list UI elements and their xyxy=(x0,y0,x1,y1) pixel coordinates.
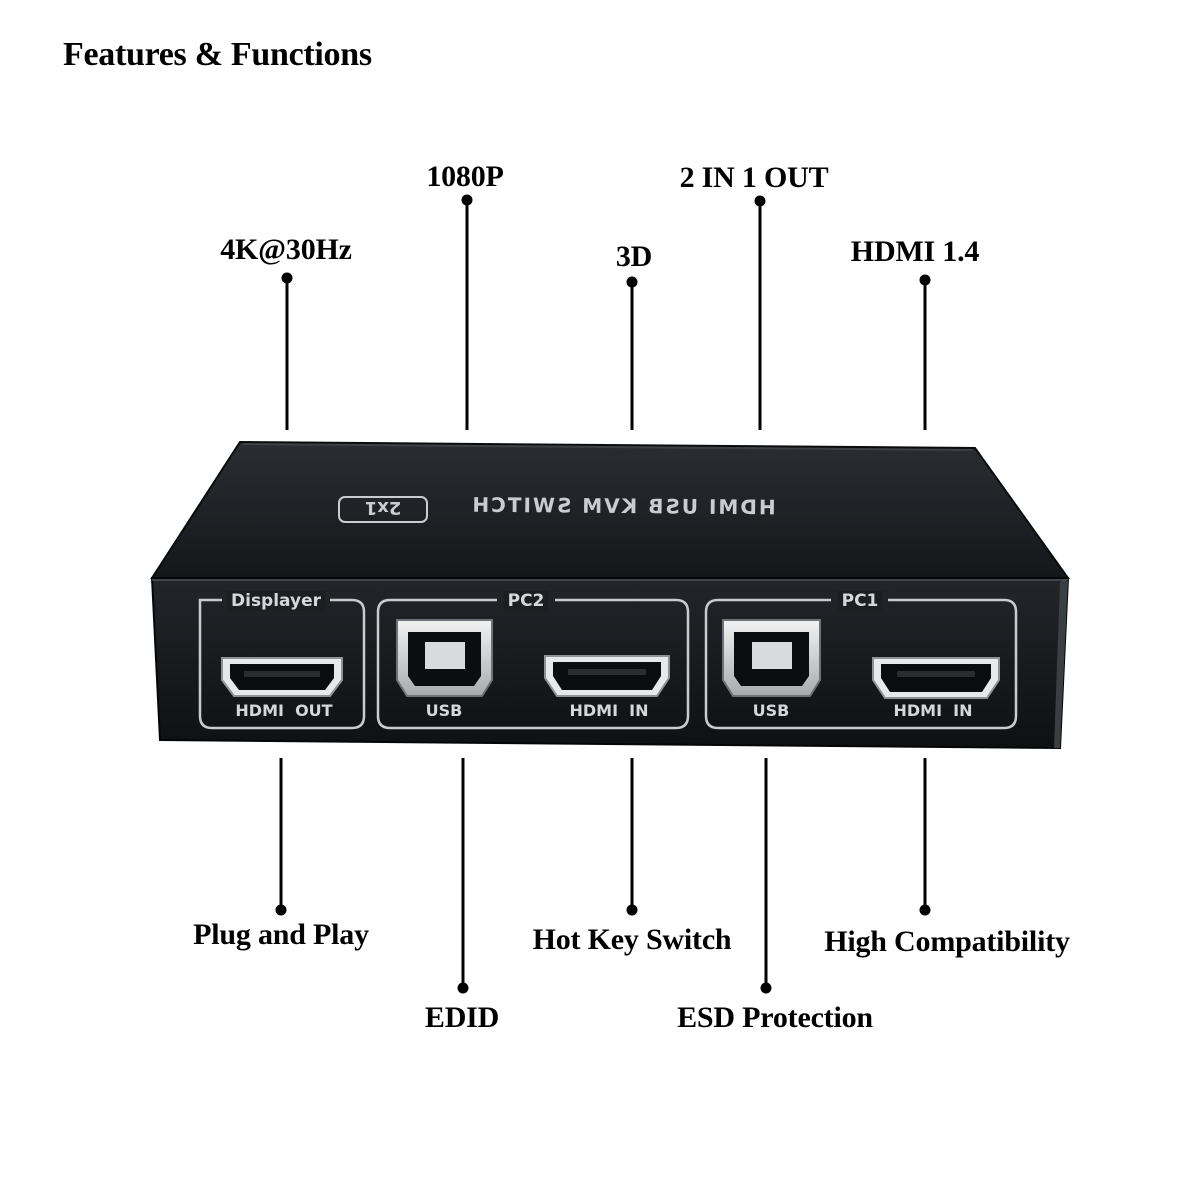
leader-line-edid xyxy=(457,758,469,994)
displayer-group-title: Displayer xyxy=(231,591,322,611)
leader-line-esd-protection xyxy=(760,758,772,994)
feature-label-high-compatibility: High Compatibility xyxy=(824,925,1070,958)
leader-line-2in1out xyxy=(754,195,766,430)
device-badge: 2x1 xyxy=(338,496,428,523)
page-title: Features & Functions xyxy=(63,36,372,73)
pc2-hdmi-in-label: HDMI IN xyxy=(569,701,648,720)
leader-line-4k xyxy=(281,272,293,430)
feature-label-hdmi14: HDMI 1.4 xyxy=(850,235,980,268)
device-top-label: HDMI USB KVM SWITCH xyxy=(470,493,776,520)
pc1-group-title: PC1 xyxy=(842,591,879,611)
feature-label-esd-protection: ESD Protection xyxy=(677,1001,873,1034)
feature-label-1080p: 1080P xyxy=(426,160,504,193)
feature-label-2in1out: 2 IN 1 OUT xyxy=(679,161,829,194)
leader-line-1080p xyxy=(461,194,473,430)
pc1-usb-label: USB xyxy=(753,701,790,720)
pc2-hdmi-in-port xyxy=(544,655,670,697)
hdmi-out-label: HDMI OUT xyxy=(235,701,332,720)
leader-line-hdmi14 xyxy=(919,274,931,430)
feature-label-plug-and-play: Plug and Play xyxy=(193,918,369,951)
top-leader-lines xyxy=(281,194,931,430)
device-model-label: HDMI USB KVM SWITCH xyxy=(470,493,776,520)
pc2-usb-label: USB xyxy=(426,701,463,720)
pc1-hdmi-in-port xyxy=(872,657,1000,699)
device-badge-label: 2x1 xyxy=(365,497,402,518)
pc2-port-group: PC2 USB HDMI IN xyxy=(376,591,690,730)
pc1-port-group: PC1 USB HDMI IN xyxy=(704,591,1018,730)
leader-line-hot-key-switch xyxy=(626,758,638,916)
pc1-usb-b-port xyxy=(722,619,821,697)
leader-line-3d xyxy=(626,276,638,430)
feature-label-hot-key-switch: Hot Key Switch xyxy=(532,923,732,956)
panel-title-backdrop xyxy=(503,591,549,611)
pc2-usb-b-port xyxy=(396,619,493,697)
panel-title-backdrop xyxy=(837,591,883,611)
kvm-switch-device: HDMI USB KVM SWITCH 2x1 Displayer HDMI O… xyxy=(150,440,1070,750)
panel-title-backdrop xyxy=(227,591,326,611)
feature-label-edid: EDID xyxy=(424,1001,500,1034)
feature-label-3d: 3D xyxy=(615,240,653,273)
hdmi-out-port xyxy=(221,657,343,697)
bottom-leader-lines xyxy=(275,758,931,994)
leader-line-high-compatibility xyxy=(919,758,931,916)
pc1-hdmi-in-label: HDMI IN xyxy=(893,701,972,720)
displayer-port-group: Displayer HDMI OUT xyxy=(198,591,366,730)
feature-label-4k: 4K@30Hz xyxy=(220,233,352,266)
pc2-group-title: PC2 xyxy=(508,591,545,611)
leader-line-plug-and-play xyxy=(275,758,287,916)
